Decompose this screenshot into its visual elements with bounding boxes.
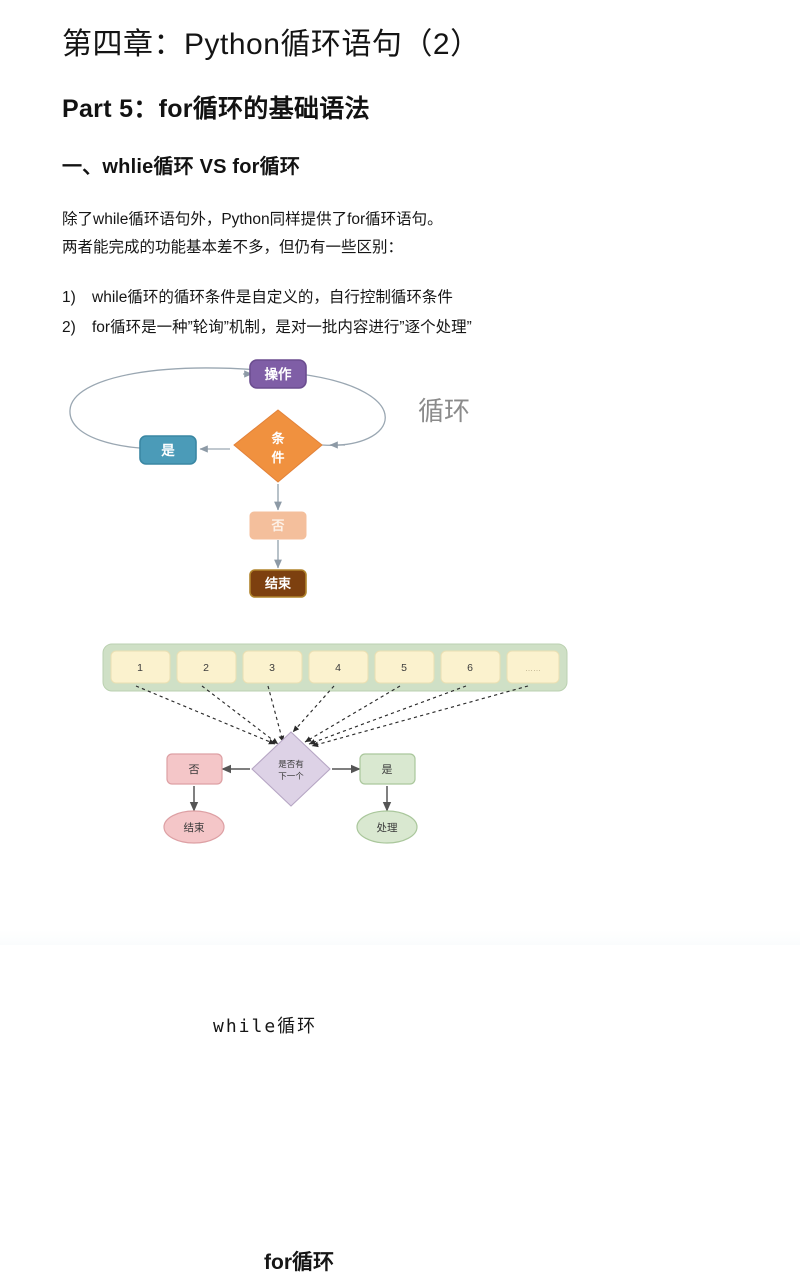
for-sequence-cells: 1 2 3 4 5 6 …… — [110, 650, 560, 684]
for-end-label: 结束 — [184, 821, 205, 834]
for-loop-diagram: 1 2 3 4 5 6 …… — [102, 643, 568, 844]
sequence-cell-label: 4 — [335, 662, 341, 674]
list-item: 2) for循环是一种”轮询”机制，是对一批内容进行”逐个处理” — [62, 313, 740, 343]
sequence-cell-label: 1 — [137, 662, 143, 674]
for-process-label: 处理 — [377, 822, 398, 834]
text-content: 第四章：Python循环语句（2） Part 5：for循环的基础语法 一、wh… — [0, 0, 800, 344]
list-item: 1) while循环的循环条件是自定义的，自行控制循环条件 — [62, 283, 740, 313]
while-diagram-caption: while循环 — [213, 1015, 318, 1037]
list-item-number: 1) — [62, 289, 76, 307]
intro-paragraph-line-2: 两者能完成的功能基本差不多，但仍有一些区别： — [62, 239, 404, 257]
sequence-cell — [440, 650, 501, 684]
for-decision-label-line-2: 下一个 — [278, 771, 304, 781]
while-condition-label-2: 件 — [271, 450, 284, 465]
loop-diagrams-figure: 操作 条 件 是 否 结束 — [0, 350, 800, 1274]
while-operation-label: 操作 — [265, 366, 292, 382]
for-end-ellipse — [163, 809, 225, 844]
loop-arc-right — [299, 372, 386, 446]
dotted-arrow-cell-2 — [201, 685, 279, 744]
for-diagram-caption: for循环 — [264, 1250, 334, 1274]
for-yes-box — [359, 752, 416, 785]
for-dotted-arrows — [135, 684, 529, 747]
part-title: Part 5：for循环的基础语法 — [62, 94, 370, 123]
list-item-text: for循环是一种”轮询”机制，是对一批内容进行”逐个处理” — [92, 319, 472, 337]
sequence-cell-ellipsis — [506, 650, 560, 684]
loop-diagrams-svg: 操作 条 件 是 否 结束 — [69, 358, 568, 844]
dotted-arrow-cell-4 — [292, 685, 335, 732]
for-decision-label-line-1: 是否有 — [278, 759, 304, 769]
while-condition-diamond — [233, 408, 323, 483]
while-end-box — [249, 568, 307, 598]
loop-arc-left — [69, 366, 301, 453]
dotted-arrow-cell-ellipsis — [311, 684, 529, 747]
while-yes-box — [139, 434, 197, 465]
sequence-cell — [308, 650, 369, 684]
sequence-cell — [176, 650, 237, 684]
for-no-box — [166, 752, 223, 785]
list-item-number: 2) — [62, 319, 76, 337]
for-process-ellipse — [356, 809, 418, 844]
chapter-title: 第四章：Python循环语句（2） — [62, 28, 481, 61]
for-decision-diamond — [251, 730, 331, 807]
section-title: 一、whlie循环 VS for循环 — [62, 155, 301, 178]
dotted-arrow-cell-6 — [308, 684, 467, 745]
sequence-cell-label: 5 — [401, 662, 407, 674]
while-loop-watermark: 循环 — [418, 396, 470, 426]
for-no-label: 否 — [189, 764, 200, 776]
bottom-edge-artifact — [0, 930, 800, 945]
intro-paragraph-line-1: 除了while循环语句外，Python同样提供了for循环语句。 — [62, 210, 443, 228]
sequence-cell — [110, 650, 171, 684]
sequence-cell-label: 2 — [203, 662, 209, 674]
difference-list: 1) while循环的循环条件是自定义的，自行控制循环条件 2) for循环是一… — [62, 283, 740, 343]
while-yes-label: 是 — [161, 443, 175, 458]
sequence-cell-label: …… — [525, 664, 541, 673]
for-yes-label: 是 — [382, 763, 393, 776]
while-no-box — [249, 511, 307, 540]
sequence-cell-label: 6 — [467, 662, 473, 674]
while-no-label: 否 — [270, 518, 284, 533]
sequence-cell — [242, 650, 303, 684]
list-item-text: while循环的循环条件是自定义的，自行控制循环条件 — [92, 289, 453, 307]
sequence-cell — [374, 650, 435, 684]
while-loop-diagram: 操作 条 件 是 否 结束 — [69, 358, 470, 598]
while-condition-label-1: 条 — [271, 431, 285, 446]
while-operation-box — [249, 358, 307, 389]
dotted-arrow-cell-5 — [304, 685, 401, 743]
while-end-label: 结束 — [265, 576, 292, 591]
sequence-cell-label: 3 — [269, 662, 275, 674]
dotted-arrow-cell-3 — [267, 685, 285, 742]
dotted-arrow-cell-1 — [135, 685, 276, 745]
